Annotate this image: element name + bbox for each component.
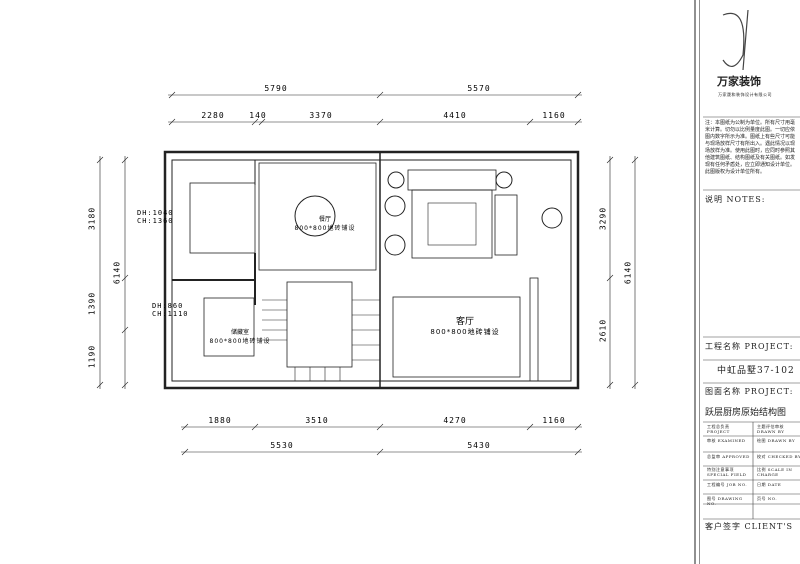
dimension-label: 1190 (87, 344, 97, 369)
dimension-label: 2280 (201, 111, 225, 120)
dimension-tick (376, 448, 384, 456)
window-ch: CH:1360 (137, 217, 174, 225)
dimension-tick (574, 91, 582, 99)
dimension-tick (251, 423, 259, 431)
dimension-label: 1160 (542, 416, 566, 425)
dimension-label: 1880 (208, 416, 232, 425)
title-block-field: 特别注意事项 SPECIAL FIELD (707, 467, 747, 477)
dimension-label: 2610 (598, 318, 608, 343)
dimension-label: 5530 (270, 441, 294, 450)
dimension-label: 1390 (87, 291, 97, 316)
outer-wall (163, 150, 580, 390)
dimension-tick (376, 91, 384, 99)
dimension-tick (631, 156, 639, 164)
dining-table (294, 195, 336, 237)
dimension-tick (181, 448, 189, 456)
dimension-tick (168, 91, 176, 99)
carpet (411, 189, 493, 259)
company-logo: 万家装饰 (717, 75, 761, 88)
floor-spec: 800*800地砖铺设 (430, 328, 500, 336)
dimension-label: 5430 (467, 441, 491, 450)
room-storage: 储藏室 800*800地砖铺设 (200, 327, 280, 345)
client-label: 客户签字 CLIENT'S (705, 522, 793, 531)
dimension-tick (96, 381, 104, 389)
title-block: 万家装饰 万家晟和装饰设计有限公司 注：本图纸为公制为单位。所有尺寸用毫米计算。… (703, 0, 800, 564)
floor-spec: 800*800地砖铺设 (294, 225, 356, 232)
dimension-label: 3290 (598, 206, 608, 231)
dimension-tick (606, 381, 614, 389)
dimension-tick (121, 156, 129, 164)
dimension-tick (526, 118, 534, 126)
title-block-field: 页号 NO. (757, 496, 778, 501)
room-name: 客厅 (455, 317, 474, 327)
floor-spec: 800*800地砖铺设 (209, 338, 271, 345)
dimension-tick (606, 156, 614, 164)
dimension-tick (121, 381, 129, 389)
dimension-label: 3510 (305, 416, 329, 425)
dimension-tick (181, 423, 189, 431)
window-ch: CH:1110 (152, 310, 189, 318)
dimension-tick (376, 423, 384, 431)
title-block-field: 工程总负责 PROJECT (707, 424, 730, 434)
dimension-tick (96, 156, 104, 164)
window-dh: DH:860 (152, 302, 184, 310)
room-name: 储藏室 (230, 329, 249, 336)
dimension-label: 3370 (309, 111, 333, 120)
floor-plan (96, 0, 700, 564)
dimension-label: 5790 (264, 84, 288, 93)
sofa (407, 169, 497, 191)
dimension-tick (631, 381, 639, 389)
dimension-tick (574, 118, 582, 126)
dimension-tick (251, 118, 259, 126)
dimension-label: 6140 (112, 260, 122, 285)
window-label-2: DH:860 CH:1110 (152, 302, 189, 318)
title-block-field: 审核 EXAMINED (707, 438, 746, 443)
notes-label: 说明 NOTES: (705, 195, 766, 204)
dimension-tick (574, 448, 582, 456)
title-block-field: 比例 SCALE IN CHARGE (757, 467, 793, 477)
company-name: 万家晟和装饰设计有限公司 (718, 92, 772, 97)
project-label: 工程名称 PROJECT: (705, 342, 794, 351)
title-block-field: 校对 CHECKED BY (757, 454, 800, 459)
dimension-tick (121, 326, 129, 334)
drawing-value: 跃层厨房原始结构图 (705, 408, 787, 418)
dimension-label: 4270 (443, 416, 467, 425)
dimension-tick (258, 118, 266, 126)
window-dh: DH:1040 (137, 209, 174, 217)
dimension-tick (574, 423, 582, 431)
dimension-label: 6140 (623, 260, 633, 285)
dimension-tick (121, 274, 129, 282)
title-block-field: 工程编号 JOB NO. (707, 482, 748, 487)
title-block-field: 图号 DRAWING NO. (707, 496, 743, 506)
title-block-field: 日期 DATE (757, 482, 782, 487)
window-label-1: DH:1040 CH:1360 (137, 209, 174, 225)
room-living: 客厅 800*800地砖铺设 (420, 314, 510, 337)
dimension-tick (606, 274, 614, 282)
dimension-tick (376, 118, 384, 126)
title-block-field: 绘图 DRAWN BY (757, 438, 796, 443)
drawing-label: 图面名称 PROJECT: (705, 387, 794, 396)
project-value: 中虹品墅37-102 (717, 366, 795, 376)
dimension-label: 4410 (443, 111, 467, 120)
dimension-tick (526, 423, 534, 431)
notes-text: 注：本图纸为公制为单位。所有尺寸用毫米计算。切勿以比例量度此图。一切应依图内数字… (705, 120, 796, 175)
dimension-label: 140 (249, 111, 267, 120)
dimension-label: 3180 (87, 206, 97, 231)
title-block-field: 总监审 APPROVED (707, 454, 750, 459)
dimension-tick (168, 118, 176, 126)
dimension-label: 1160 (542, 111, 566, 120)
room-name: 餐厅 (318, 216, 331, 223)
dimension-label: 5570 (467, 84, 491, 93)
title-block-field: 主题评估审核 DRAWN BY (757, 424, 785, 434)
room-dining: 餐厅 800*800地砖铺设 (285, 214, 365, 232)
